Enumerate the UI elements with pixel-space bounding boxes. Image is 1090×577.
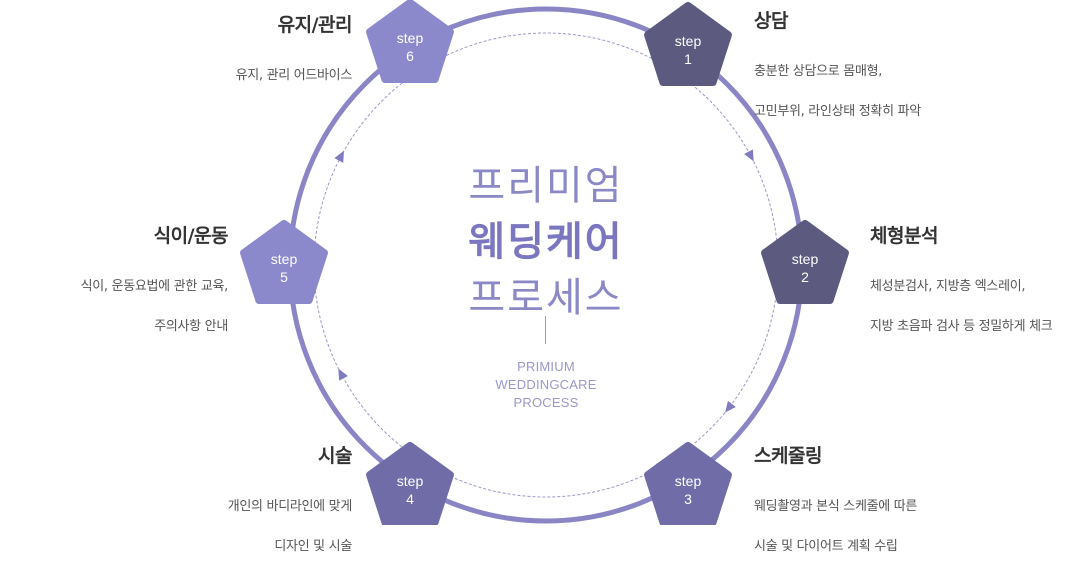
step-5-badge-number: 5	[280, 269, 288, 285]
step-1-title: 상담	[754, 10, 788, 32]
center-title-block: 프리미엄 웨딩케어 프로세스 PRIMIUM WEDDINGCARE PROCE…	[446, 158, 646, 410]
step-2-badge: step 2	[761, 220, 849, 304]
step-1-badge-number: 1	[684, 51, 692, 67]
step-3-description: 웨딩촬영과 본식 스케줄에 따른 시술 및 다이어트 계획 수립	[754, 477, 917, 577]
center-divider	[545, 316, 546, 344]
step-3-pentagon	[644, 442, 732, 525]
step-5-description: 식이, 운동요법에 관한 교육, 주의사항 안내	[80, 257, 229, 357]
step-2-badge-number: 2	[801, 269, 809, 285]
center-english-line3: PROCESS	[513, 395, 579, 410]
direction-arrow-icon	[338, 368, 348, 381]
step-1-description: 충분한 상담으로 몸매형, 고민부위, 라인상태 정확히 파악	[754, 42, 921, 142]
step-6-badge-number: 6	[406, 48, 414, 64]
step-1-text: 상담 충분한 상담으로 몸매형, 고민부위, 라인상태 정확히 파악	[754, 6, 921, 142]
step-1-badge: step 1	[644, 2, 732, 86]
step-2-text: 체형분석 체성분검사, 지방층 엑스레이, 지방 초음파 검사 등 정밀하게 체…	[870, 221, 1053, 357]
step-2-title: 체형분석	[870, 225, 938, 247]
step-2-description: 체성분검사, 지방층 엑스레이, 지방 초음파 검사 등 정밀하게 체크	[870, 257, 1053, 357]
step-1-pentagon	[644, 2, 732, 86]
step-6-desc-line1: 유지, 관리 어드바이스	[235, 68, 353, 83]
step-2-badge-word: step	[792, 251, 819, 267]
step-5-title: 식이/운동	[153, 225, 229, 247]
direction-arrow-icon	[744, 149, 754, 162]
wedding-care-process-diagram: step 1 step 2 step 3 step 4 step 5 step 6 프리미엄 웨딩케어…	[80, 0, 1053, 554]
step-3-badge-word: step	[675, 473, 702, 489]
step-2-desc-line1: 체성분검사, 지방층 엑스레이,	[870, 279, 1026, 294]
step-6-badge: step 6	[366, 0, 454, 83]
step-4-text: 시술 개인의 바디라인에 맞게 디자인 및 시술	[227, 441, 353, 577]
step-3-badge-number: 3	[684, 491, 692, 507]
step-4-pentagon	[366, 442, 454, 525]
process-ring-graphic: step 1 step 2 step 3 step 4 step 5 step 6	[240, 0, 849, 525]
step-3-desc-line1: 웨딩촬영과 본식 스케줄에 따른	[754, 499, 918, 514]
step-5-desc-line2: 주의사항 안내	[154, 319, 228, 334]
step-2-desc-line2: 지방 초음파 검사 등 정밀하게 체크	[870, 319, 1053, 334]
step-4-badge-word: step	[397, 473, 424, 489]
step-6-pentagon	[366, 0, 454, 83]
step-4-badge-number: 4	[406, 491, 414, 507]
step-3-text: 스케줄링 웨딩촬영과 본식 스케줄에 따른 시술 및 다이어트 계획 수립	[754, 441, 917, 577]
step-1-badge-word: step	[675, 33, 702, 49]
direction-arrow-icon	[725, 400, 736, 413]
step-4-desc-line2: 디자인 및 시술	[274, 539, 352, 554]
center-title-line1: 프리미엄	[468, 163, 624, 209]
step-5-pentagon	[240, 220, 328, 304]
step-1-desc-line2: 고민부위, 라인상태 정확히 파악	[754, 104, 921, 119]
step-3-badge: step 3	[644, 442, 732, 525]
step-5-badge: step 5	[240, 220, 328, 304]
step-4-title: 시술	[318, 445, 352, 467]
step-2-pentagon	[761, 220, 849, 304]
step-5-badge-word: step	[271, 251, 298, 267]
step-6-description: 유지, 관리 어드바이스	[235, 46, 353, 106]
step-3-title: 스케줄링	[754, 445, 822, 467]
step-3-desc-line2: 시술 및 다이어트 계획 수립	[754, 539, 898, 554]
center-english-line2: WEDDINGCARE	[495, 377, 597, 392]
step-1-desc-line1: 충분한 상담으로 몸매형,	[754, 64, 883, 79]
step-5-desc-line1: 식이, 운동요법에 관한 교육,	[80, 279, 229, 294]
direction-arrow-icon	[334, 150, 344, 163]
step-6-title: 유지/관리	[277, 14, 353, 36]
center-title-line3: 프로세스	[468, 275, 624, 321]
center-english-line1: PRIMIUM	[517, 359, 575, 374]
step-4-badge: step 4	[366, 442, 454, 525]
center-title-line2: 웨딩케어	[468, 219, 624, 265]
step-4-description: 개인의 바디라인에 맞게 디자인 및 시술	[227, 477, 353, 577]
center-english-title: PRIMIUM WEDDINGCARE PROCESS	[446, 358, 646, 412]
step-6-badge-word: step	[397, 30, 424, 46]
step-6-text: 유지/관리 유지, 관리 어드바이스	[235, 10, 353, 106]
step-4-desc-line1: 개인의 바디라인에 맞게	[227, 499, 353, 514]
step-5-text: 식이/운동 식이, 운동요법에 관한 교육, 주의사항 안내	[80, 221, 229, 357]
